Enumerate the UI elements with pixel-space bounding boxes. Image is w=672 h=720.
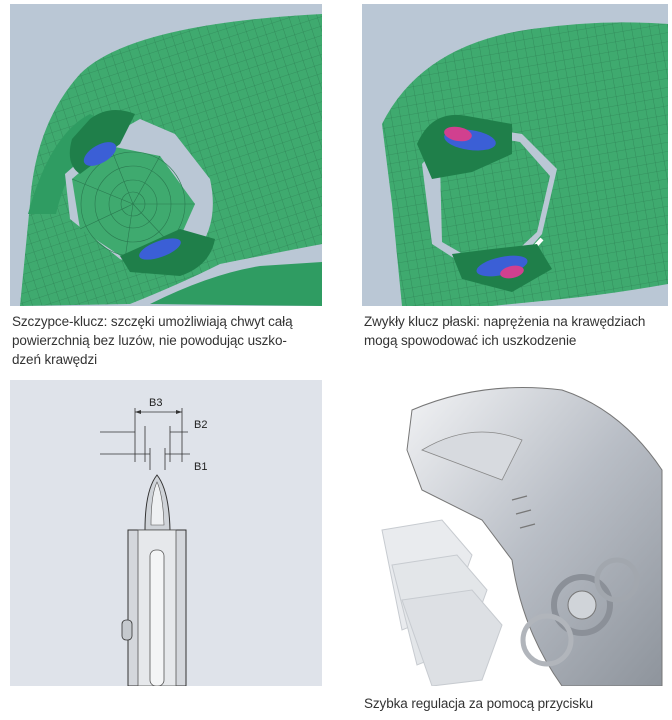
pliers-wrench-photo xyxy=(362,380,668,686)
caption-line: powierzchnią bez luzów, nie powodując us… xyxy=(12,333,287,348)
caption-line: Zwykły klucz płaski: naprężenia na krawę… xyxy=(364,314,646,329)
dimension-label-b3: B3 xyxy=(149,397,162,409)
caption-line: mogą spowodować ich uszkodzenie xyxy=(364,333,577,348)
caption-flat-wrench: Zwykły klucz płaski: naprężenia na krawę… xyxy=(364,312,645,350)
fem-mesh-illustration xyxy=(362,4,668,306)
pliers-dimension-drawing: B3 B2 B1 xyxy=(10,380,322,686)
dimension-drawing-image: B3 B2 B1 xyxy=(10,380,322,686)
caption-pliers-wrench: Szczypce-klucz: szczęki umożliwiają chwy… xyxy=(12,312,293,369)
dimension-label-b1: B1 xyxy=(194,461,207,473)
caption-adjustment: Szybka regulacja za pomocą przycisku xyxy=(364,694,593,713)
caption-line: Szybka regulacja za pomocą przycisku xyxy=(364,696,594,711)
fem-flat-wrench-image xyxy=(362,4,668,306)
caption-line: Szczypce-klucz: szczęki umożliwiają chwy… xyxy=(12,314,293,329)
fem-mesh-illustration xyxy=(10,4,322,306)
caption-line: dzeń krawędzi xyxy=(12,352,97,367)
fem-pliers-wrench-image xyxy=(10,4,322,306)
dimension-label-b2: B2 xyxy=(194,419,207,431)
adjustment-photo-image xyxy=(362,380,668,686)
